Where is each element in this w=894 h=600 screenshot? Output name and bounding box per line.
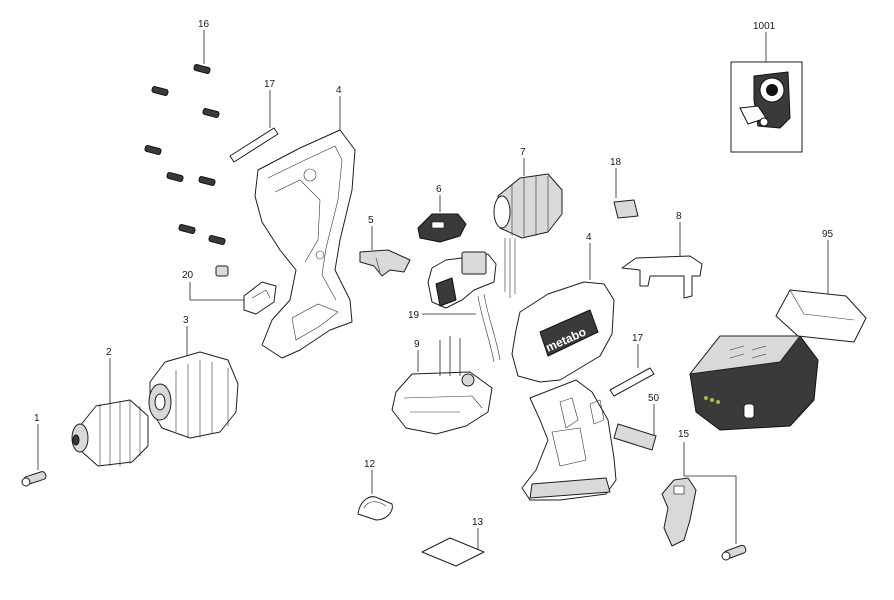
label-3: 3	[183, 315, 189, 326]
belt-clip-part-15: 15	[661, 429, 747, 561]
label-13: 13	[472, 517, 484, 528]
label-1001: 1001	[753, 21, 776, 32]
housing-part-4-right: 4 metabo	[511, 232, 617, 501]
label-17a: 17	[264, 79, 276, 90]
clamp-part-12: 12	[357, 459, 393, 521]
label-7: 7	[520, 147, 526, 158]
housing-half-part-4-left: 4	[254, 85, 356, 359]
motor-part-7: 7	[493, 147, 563, 298]
label-9: 9	[414, 339, 420, 350]
gearbox-part-3: 3	[148, 315, 239, 439]
label-4a: 4	[336, 85, 342, 96]
label-strip-part-17: 17	[229, 79, 279, 163]
switch-part-19: 19	[408, 251, 501, 363]
label-16: 16	[198, 19, 210, 30]
label-15: 15	[678, 429, 690, 440]
label-20: 20	[182, 270, 194, 281]
lock-part-20: 20	[182, 265, 277, 315]
bracket-part-8: 8	[621, 211, 703, 299]
label-50: 50	[648, 393, 660, 404]
battery-pack	[689, 335, 819, 431]
label-8: 8	[676, 211, 682, 222]
cover-part-6: 6	[417, 184, 467, 243]
label-19: 19	[408, 310, 420, 321]
plate-part-50: 50	[613, 393, 660, 451]
chuck-part-2: 2	[71, 347, 149, 467]
sheet-part-13: 13	[421, 517, 485, 567]
label-95: 95	[822, 229, 834, 240]
label-4b: 4	[586, 232, 592, 243]
label-1: 1	[34, 413, 40, 424]
board-part-9: 9	[391, 336, 493, 435]
label-strip-part-17-right: 17	[609, 333, 655, 397]
label-17b: 17	[632, 333, 644, 344]
kit-part-1001: 1001	[730, 21, 803, 153]
label-part-18: 18	[610, 157, 639, 219]
label-2: 2	[106, 347, 112, 358]
label-6: 6	[436, 184, 442, 195]
slider-part-5: 5	[359, 215, 411, 277]
label-18: 18	[610, 157, 622, 168]
battery-cover-part-95: 95	[775, 229, 867, 343]
screw-part-1: 1	[21, 413, 47, 487]
screws-part-16: 16	[144, 19, 226, 246]
label-12: 12	[364, 459, 376, 470]
label-5: 5	[368, 215, 374, 226]
